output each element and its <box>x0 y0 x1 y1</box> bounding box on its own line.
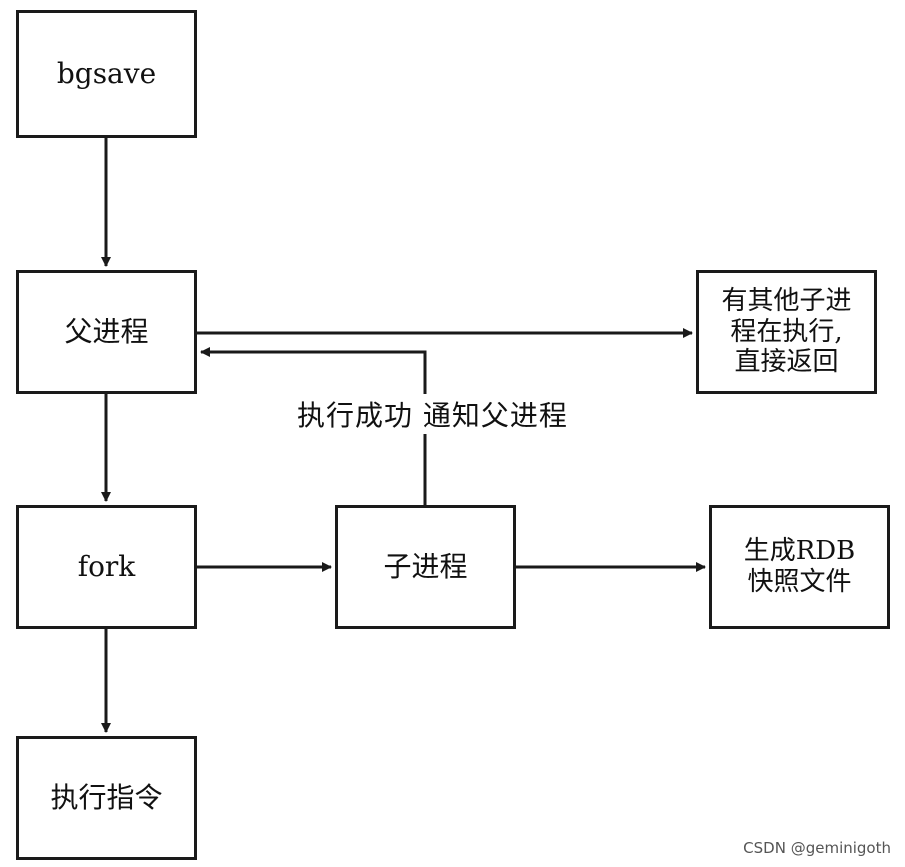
node-other-child-running: 有其他子进 程在执行, 直接返回 <box>696 270 877 394</box>
node-parent-process: 父进程 <box>16 270 197 394</box>
node-parent-process-label: 父进程 <box>64 315 149 349</box>
node-child-process-label: 子进程 <box>383 550 468 584</box>
node-execute-command: 执行指令 <box>16 736 197 860</box>
edge-label-notify-parent: 执行成功 通知父进程 <box>295 394 570 434</box>
node-fork-label: fork <box>77 550 136 584</box>
node-bgsave: bgsave <box>16 10 197 138</box>
node-generate-rdb: 生成RDB 快照文件 <box>709 505 890 629</box>
edge-child-notify-parent <box>200 347 427 505</box>
watermark: CSDN @geminigoth <box>743 839 891 857</box>
node-fork: fork <box>16 505 197 629</box>
node-bgsave-label: bgsave <box>56 57 157 91</box>
node-child-process: 子进程 <box>335 505 516 629</box>
node-generate-rdb-label: 生成RDB 快照文件 <box>743 536 856 597</box>
node-other-child-running-label: 有其他子进 程在执行, 直接返回 <box>721 285 852 378</box>
node-execute-command-label: 执行指令 <box>50 781 163 815</box>
